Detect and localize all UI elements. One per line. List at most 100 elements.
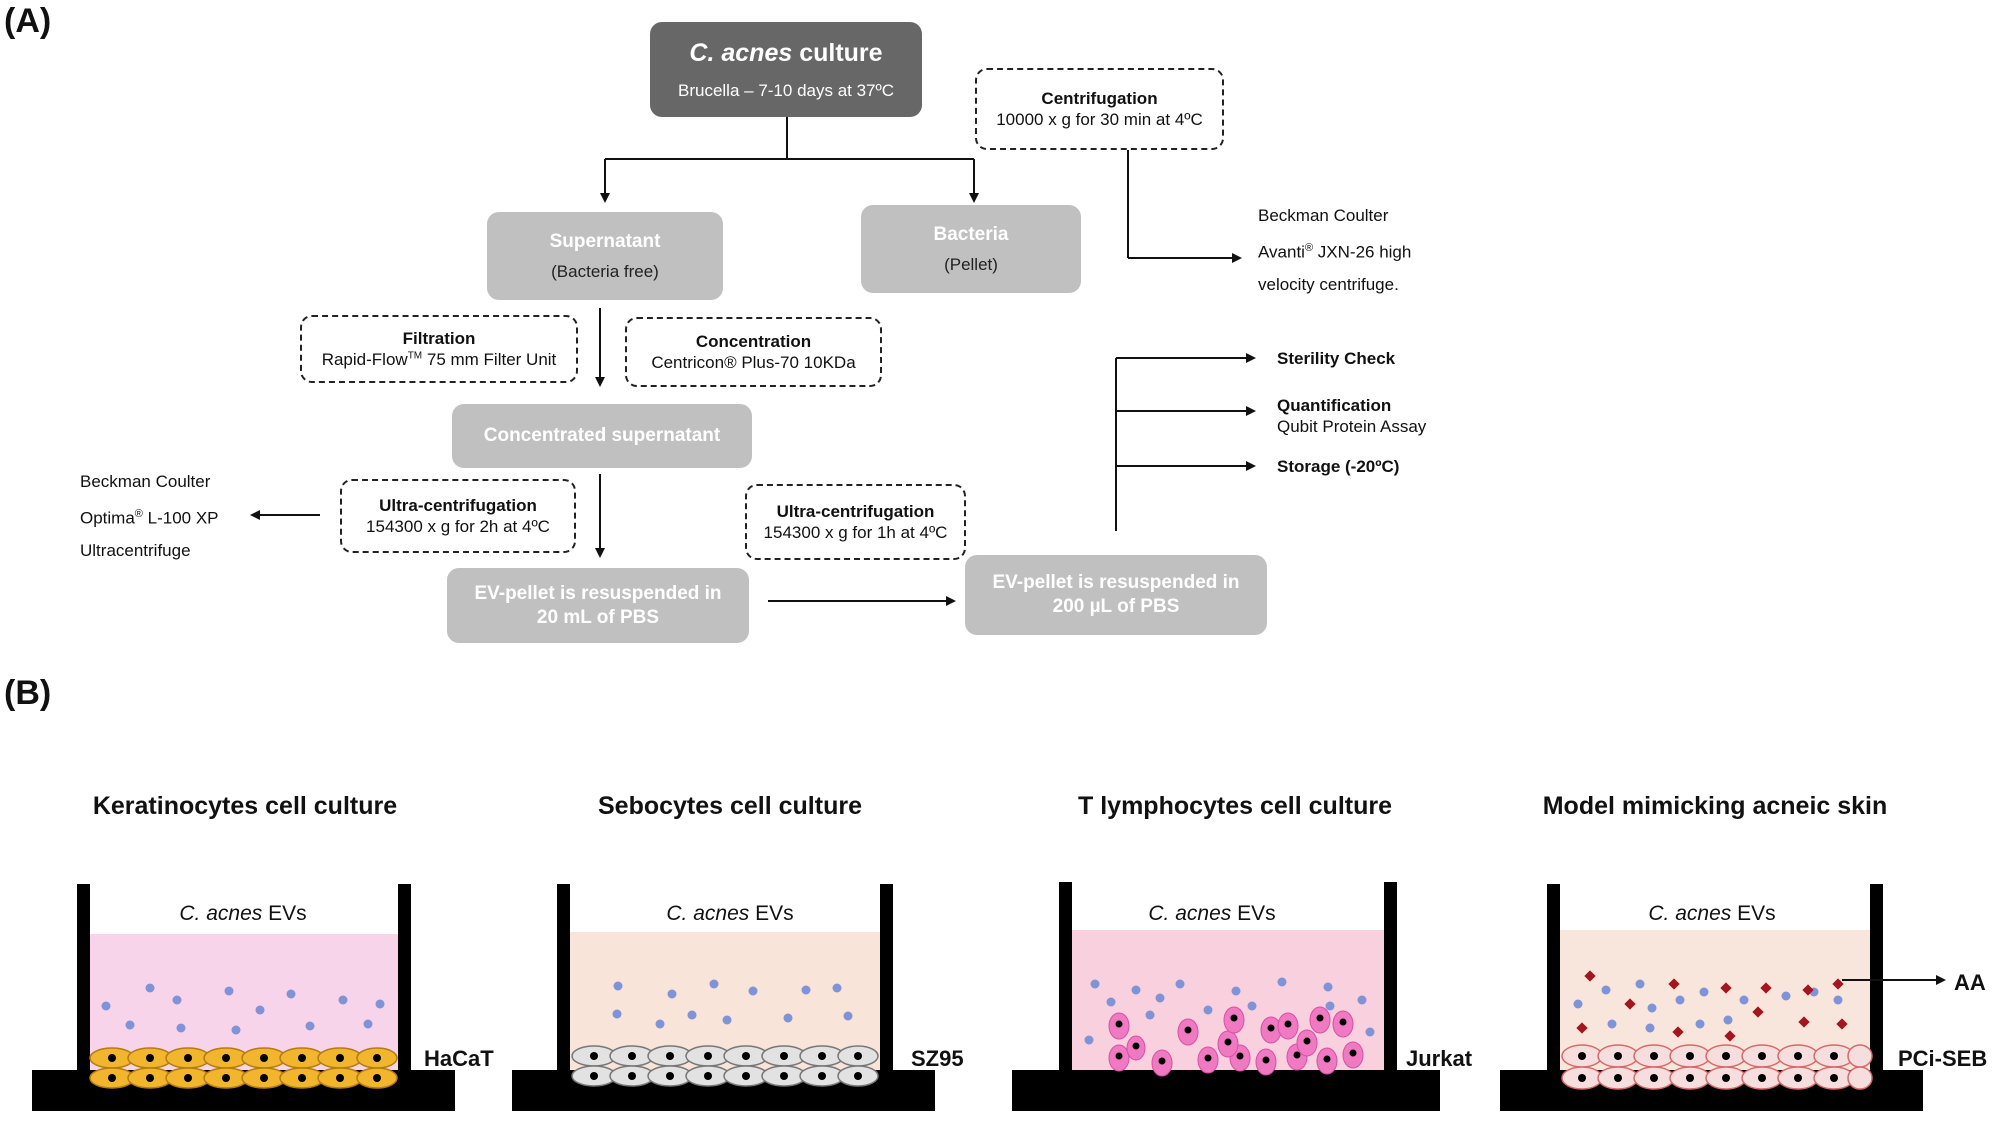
supernatant-title: Supernatant [549,230,661,252]
evs-italic-2: C. acnes [666,902,750,925]
output-quantification: Quantification Qubit Protein Assay [1277,395,1426,437]
pellet2-line1: EV-pellet is resuspended in [992,572,1240,594]
pellet1-line1: EV-pellet is resuspended in [474,582,722,604]
centrifugation-detail: 10000 x g for 30 min at 4ºC [996,110,1203,129]
well-wall-left-4 [1547,884,1560,1072]
concentration-box: Concentration Centricon® Plus-70 10KDa [625,317,882,387]
evs-rest-3: EVs [1231,902,1276,925]
concentrated-supernatant-box: Concentrated supernatant [452,404,752,468]
evs-label-1: C. acnes EVs [93,902,393,926]
cell-label-jurkat: Jurkat [1406,1046,1473,1071]
culture-title-italic: C. acnes [689,39,793,68]
ultra-note-line2-sup: ® [134,508,143,520]
well-wall-right-2 [880,884,893,1072]
centrifuge-note: Beckman Coulter Avanti® JXN-26 high velo… [1258,200,1411,301]
evs-italic-4: C. acnes [1648,902,1732,925]
ultra2-title: Ultra-centrifugation [776,501,935,521]
panel-a-label: (A) [4,2,52,40]
ultra-centrifugation-2-box: Ultra-centrifugation 154300 x g for 1h a… [745,484,966,560]
ev-dots-2 [612,979,853,1029]
ultra-centrifugation-1-box: Ultra-centrifugation 154300 x g for 2h a… [340,479,576,553]
culture-box: C. acnes culture Brucella – 7-10 days at… [650,22,922,117]
quantification-detail: Qubit Protein Assay [1277,417,1427,436]
centrifuge-note-line3: velocity centrifuge. [1258,274,1399,294]
jurkat-nuclei [1115,1014,1357,1065]
evs-italic-1: C. acnes [179,902,263,925]
panel-b-label: (B) [4,674,52,712]
evs-italic-3: C. acnes [1148,902,1232,925]
centrifuge-note-line2-post: JXN-26 high [1313,242,1412,262]
well-wall-right-3 [1384,882,1397,1072]
filtration-detail-post: 75 mm Filter Unit [422,350,557,369]
ev-pellet-20ml-box: EV-pellet is resuspended in 20 mL of PBS [447,568,749,643]
concentration-title: Concentration [695,331,812,351]
culture-subtitle: Brucella – 7-10 days at 37ºC [678,80,894,100]
pci-seb-nuclei [1578,1052,1838,1082]
culture-title-keratinocytes: Keratinocytes cell culture [92,792,398,820]
evs-label-3: C. acnes EVs [1062,902,1362,926]
centrifuge-note-line1: Beckman Coulter [1258,206,1389,225]
quantification-title: Quantification [1277,396,1392,415]
storage-label: Storage (-20ºC) [1277,457,1400,476]
ultra-note-line1: Beckman Coulter [80,472,211,491]
centrifugation-box: Centrifugation 10000 x g for 30 min at 4… [975,68,1224,150]
ev-pellet-200ul-box: EV-pellet is resuspended in 200 µL of PB… [965,555,1267,635]
filtration-box: Filtration Rapid-FlowTM 75 mm Filter Uni… [300,315,578,383]
centrifugation-title: Centrifugation [1041,88,1158,108]
ultra-note-line3: Ultracentrifuge [80,540,191,560]
culture-title-t-lymphocytes: T lymphocytes cell culture [1078,792,1392,820]
aa-diamonds [1576,970,1848,1042]
well-sebocytes [512,884,935,1111]
ultra1-title: Ultra-centrifugation [379,495,537,515]
well-wall-right-4 [1870,884,1883,1072]
filtration-detail-pre: Rapid-Flow [321,350,408,369]
sterility-label: Sterility Check [1277,349,1396,368]
ev-dots-1 [101,983,385,1035]
pellet1-line2: 20 mL of PBS [536,606,660,628]
culture-title-sebocytes: Sebocytes cell culture [597,792,862,820]
bacteria-title: Bacteria [933,223,1009,245]
well-wall-left-3 [1059,882,1072,1072]
evs-rest-4: EVs [1731,902,1776,925]
keratinocyte-cells [89,1047,398,1089]
well-keratinocytes [32,884,455,1111]
bacteria-box: Bacteria (Pellet) [861,205,1081,293]
ultra2-detail: 154300 x g for 1h at 4ºC [763,523,948,542]
well-base-3 [1012,1070,1440,1111]
flowchart-connectors [250,117,1256,606]
evs-label-2: C. acnes EVs [580,902,880,926]
well-t-lymphocytes [1012,882,1440,1111]
evs-rest-1: EVs [262,902,307,925]
ultra1-detail: 154300 x g for 2h at 4ºC [366,517,550,536]
well-acneic-model [1500,884,1946,1111]
filtration-detail-sup: TM [407,350,423,362]
centrifuge-note-line2-pre: Avanti [1258,242,1305,262]
concentrated-title: Concentrated supernatant [483,425,721,447]
culture-title-acneic-model: Model mimicking acneic skin [1542,792,1888,820]
centrifuge-note-line2-sup: ® [1304,242,1314,254]
ultra-note-line2-pre: Optima [80,508,135,528]
sebocyte-nuclei [590,1052,862,1080]
aa-label: AA [1954,970,1986,995]
well-wall-right-1 [398,884,411,1072]
cell-label-pci-seb: PCi-SEB [1898,1046,1988,1071]
well-wall-left-2 [557,884,570,1072]
concentration-detail: Centricon® Plus-70 10KDa [651,353,856,372]
cell-label-sz95: SZ95 [911,1046,964,1071]
supernatant-detail: (Bacteria free) [551,262,659,282]
culture-title-rest: culture [792,39,883,68]
supernatant-box: Supernatant (Bacteria free) [487,212,723,300]
ultracentrifuge-note: Beckman Coulter Optima® L-100 XP Ultrace… [80,466,219,567]
pellet2-line2: 200 µL of PBS [1052,596,1180,617]
cell-label-hacat: HaCaT [424,1046,494,1071]
culture-wells-illustration [32,882,1946,1111]
output-storage: Storage (-20ºC) [1277,456,1399,477]
filtration-title: Filtration [402,328,476,348]
well-wall-left-1 [77,884,90,1072]
output-sterility: Sterility Check [1277,348,1395,369]
ultra-note-line2-post: L-100 XP [142,508,219,528]
evs-label-4: C. acnes EVs [1562,902,1862,926]
evs-rest-2: EVs [749,902,794,925]
ev-dots-3 [1084,977,1375,1045]
bacteria-detail: (Pellet) [944,255,998,275]
